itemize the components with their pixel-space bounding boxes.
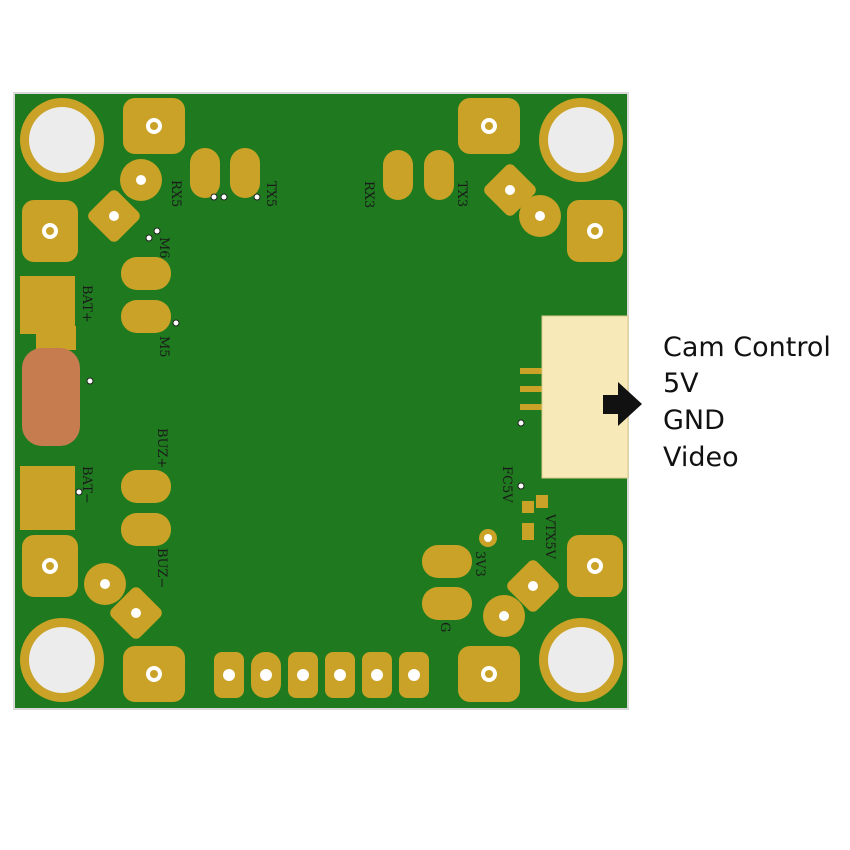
label-tx3: TX3 [454, 181, 469, 207]
via [253, 193, 261, 201]
header-pad [288, 652, 318, 698]
via [484, 534, 492, 542]
via [86, 377, 94, 385]
pcb-board [13, 92, 629, 710]
header-pad [362, 652, 392, 698]
diagonal-pad [484, 164, 536, 216]
buz-minus-pad [121, 513, 171, 546]
label-3v3: 3V3 [472, 551, 487, 577]
motor-pad [567, 200, 623, 262]
bat-plus-pad [20, 276, 75, 334]
fc5v-pad [522, 523, 534, 540]
round-pad [84, 563, 126, 605]
via [172, 319, 180, 327]
label-bat-minus: BAT− [79, 466, 94, 504]
motor-pad [458, 646, 520, 702]
cam-pin-5v: 5V [663, 368, 699, 399]
uart-pad-tx3 [424, 150, 454, 200]
battery-pad [22, 348, 80, 446]
mounting-hole-bottom-right [539, 618, 623, 702]
m5-pad [121, 300, 171, 333]
header-pad [325, 652, 355, 698]
header-pad [251, 652, 281, 698]
m6-pad [121, 257, 171, 290]
label-vtx5v: VTX5V [542, 513, 557, 560]
via [75, 488, 83, 496]
diagonal-pad [507, 560, 559, 612]
uart-pad-rx3 [383, 150, 413, 200]
label-buz-minus: BUZ− [154, 548, 169, 588]
round-pad [120, 159, 162, 201]
round-pad [483, 595, 525, 637]
motor-pad [567, 535, 623, 597]
via [153, 227, 161, 235]
mounting-hole-bottom-left [20, 618, 104, 702]
right-arrow-icon [603, 382, 642, 426]
diagonal-pad [110, 587, 162, 639]
bat-minus-pad [20, 466, 75, 530]
label-buz-plus: BUZ+ [154, 428, 169, 468]
vtx5v-pad [536, 495, 548, 508]
3v3-pad [422, 545, 472, 578]
cam-control-title: Cam Control [663, 332, 831, 363]
via [220, 193, 228, 201]
uart-pad-tx5 [230, 148, 260, 198]
bat-pad-bridge [36, 326, 76, 350]
label-g: G [437, 622, 452, 632]
diagonal-pad [88, 190, 140, 242]
label-m5: M5 [156, 336, 171, 358]
motor-pad [458, 98, 520, 154]
cam-pin-gnd: GND [663, 405, 725, 436]
cam-pin-video: Video [663, 442, 739, 473]
via [517, 482, 525, 490]
label-m6: M6 [156, 237, 171, 259]
g-pad [422, 587, 472, 620]
mounting-hole-top-left [20, 98, 104, 182]
motor-pad [123, 646, 185, 702]
label-rx3: RX3 [361, 181, 376, 208]
label-tx5: TX5 [263, 181, 278, 207]
uart-pad-rx5 [190, 148, 220, 198]
via [145, 234, 153, 242]
header-pad [399, 652, 429, 698]
motor-pad [123, 98, 185, 154]
fc5v-pad [522, 501, 534, 513]
label-rx5: RX5 [168, 180, 183, 207]
motor-pad [22, 535, 78, 597]
mounting-hole-top-right [539, 98, 623, 182]
motor-pad [22, 200, 78, 262]
header-pad [214, 652, 244, 698]
label-bat-plus: BAT+ [79, 285, 94, 323]
buz-plus-pad [121, 470, 171, 503]
label-fc5v: FC5V [499, 466, 514, 503]
via [210, 193, 218, 201]
round-pad [519, 195, 561, 237]
